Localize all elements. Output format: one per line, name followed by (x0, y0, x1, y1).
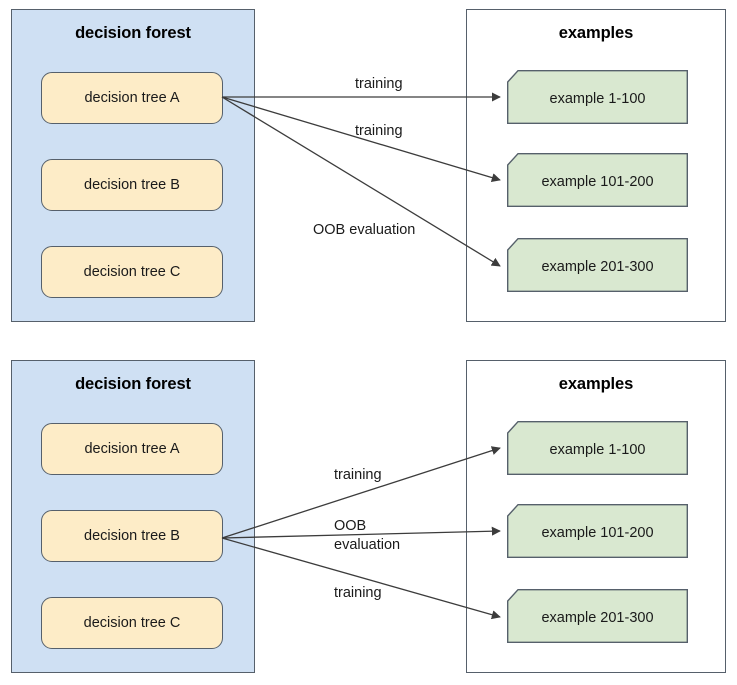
tree-box-c[interactable]: decision tree C (41, 597, 223, 649)
tree-box-b[interactable]: decision tree B (41, 510, 223, 562)
example-box-201-300[interactable]: example 201-300 (507, 589, 688, 643)
edge-label-training-2: training (355, 123, 403, 139)
decision-forest-panel: decision forest decision tree A decision… (11, 9, 255, 322)
decision-forest-panel: decision forest decision tree A decision… (11, 360, 255, 673)
example-box-201-300[interactable]: example 201-300 (507, 238, 688, 292)
tree-box-label: decision tree A (84, 90, 180, 106)
example-card-shape (507, 504, 688, 558)
tree-box-label: decision tree A (84, 441, 180, 457)
examples-panel: examples example 1-100 example 101-200 e… (466, 9, 726, 322)
diagram-decision-tree-a: decision forest decision tree A decision… (0, 0, 737, 323)
decision-forest-title: decision forest (75, 24, 191, 42)
examples-title: examples (558, 375, 634, 393)
tree-box-a[interactable]: decision tree A (41, 72, 223, 124)
example-box-label: example 1-100 (549, 91, 646, 107)
example-box-label: example 201-300 (541, 610, 654, 626)
example-card-shape (507, 421, 688, 475)
tree-box-a[interactable]: decision tree A (41, 423, 223, 475)
tree-box-label: decision tree B (84, 177, 180, 193)
tree-box-label: decision tree B (84, 528, 180, 544)
example-box-101-200[interactable]: example 101-200 (507, 153, 688, 207)
diagram-decision-tree-b: decision forest decision tree A decision… (0, 351, 737, 674)
decision-forest-title: decision forest (75, 375, 191, 393)
edge-label-oob-evaluation: OOB evaluation (313, 222, 416, 238)
edge-label-training-2: training (334, 585, 382, 601)
examples-panel: examples example 1-100 example 101-200 e… (466, 360, 726, 673)
example-card-shape (507, 238, 688, 292)
example-box-label: example 1-100 (549, 442, 646, 458)
example-box-1-100[interactable]: example 1-100 (507, 421, 688, 475)
tree-box-label: decision tree C (83, 264, 181, 280)
edge-label-training-1: training (334, 467, 382, 483)
edge-label-oob: OOB (334, 518, 367, 534)
tree-box-b[interactable]: decision tree B (41, 159, 223, 211)
example-card-shape (507, 153, 688, 207)
edge-label-training-1: training (355, 76, 403, 92)
example-box-101-200[interactable]: example 101-200 (507, 504, 688, 558)
example-card-shape (507, 70, 688, 124)
examples-title: examples (558, 24, 634, 42)
edge-label-evaluation: evaluation (334, 537, 401, 553)
example-box-label: example 201-300 (541, 259, 654, 275)
tree-box-label: decision tree C (83, 615, 181, 631)
example-box-1-100[interactable]: example 1-100 (507, 70, 688, 124)
example-box-label: example 101-200 (541, 525, 654, 541)
tree-box-c[interactable]: decision tree C (41, 246, 223, 298)
example-box-label: example 101-200 (541, 174, 654, 190)
example-card-shape (507, 589, 688, 643)
